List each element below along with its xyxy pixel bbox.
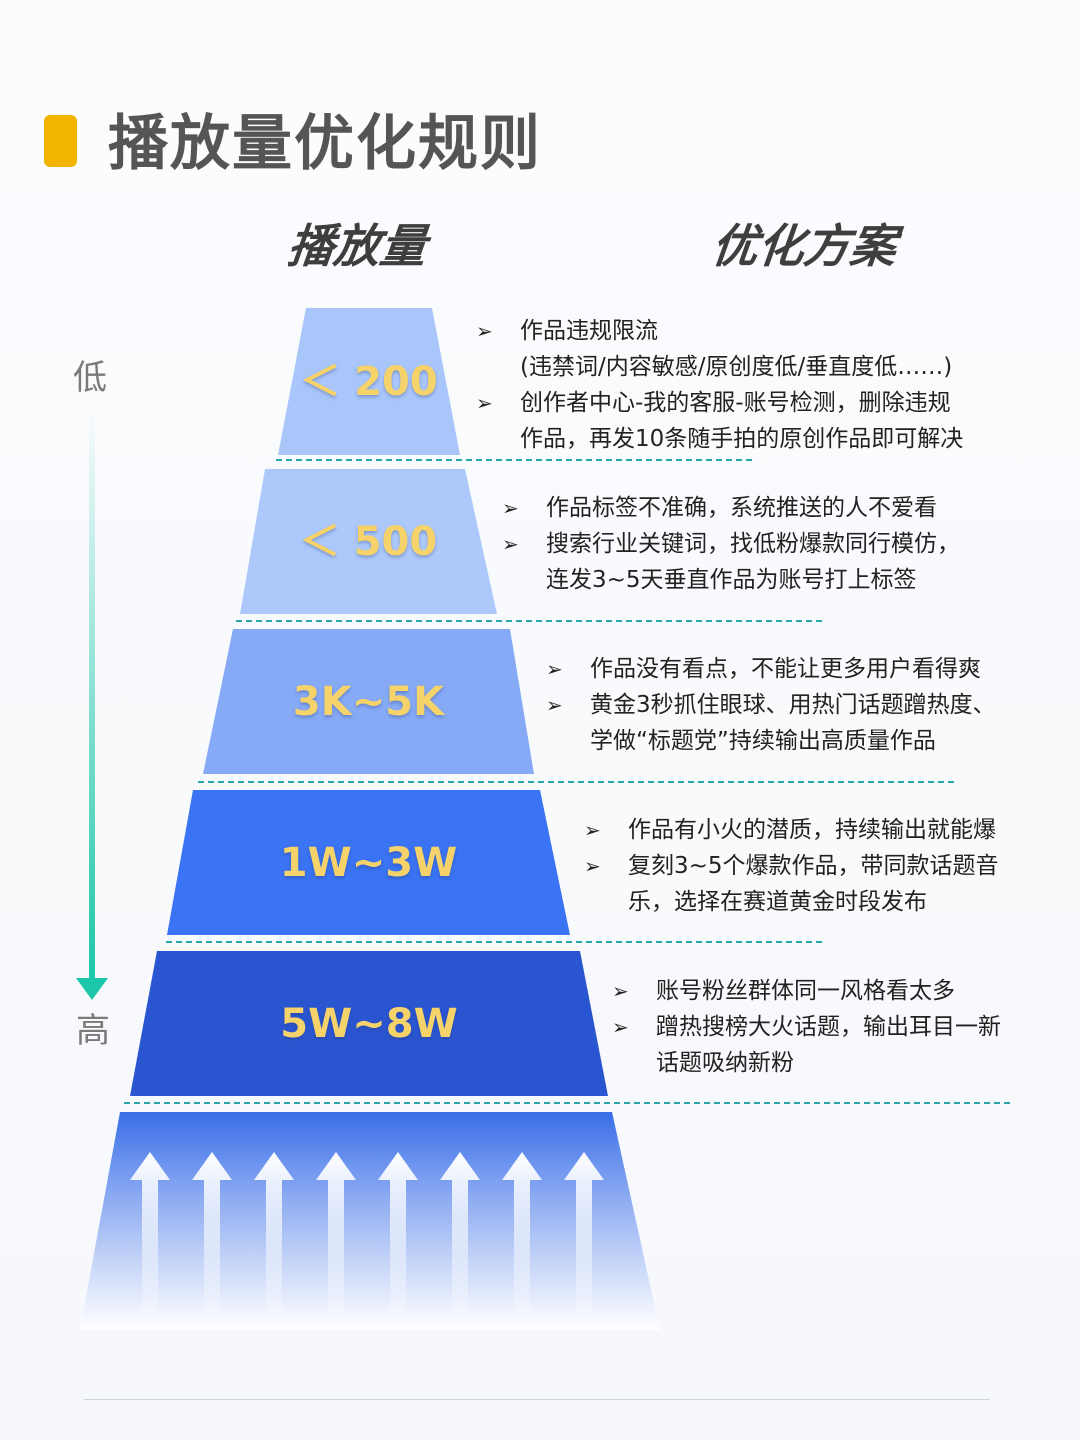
pyramid-tier bbox=[203, 629, 534, 774]
arrow-bullet-icon: ➢ bbox=[546, 657, 563, 681]
tier-divider bbox=[124, 1102, 1010, 1104]
solution-line: 乐，选择在赛道黄金时段发布 bbox=[584, 884, 999, 920]
solution-line: ➢ 蹭热搜榜大火话题，输出耳目一新 bbox=[612, 1009, 1001, 1045]
solution-line: (违禁词/内容敏感/原创度低/垂直度低……) bbox=[476, 349, 963, 385]
tier-divider bbox=[166, 941, 822, 943]
arrow-up-icon bbox=[502, 1152, 542, 1330]
solution-line: ➢ 作品有小火的潜质，持续输出就能爆 bbox=[584, 812, 999, 848]
tier-divider bbox=[236, 620, 822, 622]
arrow-bullet-icon: ➢ bbox=[502, 532, 519, 556]
solution-text: (违禁词/内容敏感/原创度低/垂直度低……) bbox=[520, 354, 953, 380]
solution-text: 复刻3~5个爆款作品，带同款话题音 bbox=[628, 853, 999, 879]
solution-text: 搜索行业关键词，找低粉爆款同行模仿， bbox=[546, 531, 960, 557]
solution-line: ➢ 复刻3~5个爆款作品，带同款话题音 bbox=[584, 848, 999, 884]
solution-text: 话题吸纳新粉 bbox=[656, 1050, 794, 1076]
arrow-up-icon bbox=[378, 1152, 418, 1330]
tier-label: ＜ 200 bbox=[300, 358, 438, 405]
tier-label: 3K~5K bbox=[292, 678, 445, 725]
scale-low-label: 低 bbox=[73, 358, 107, 398]
solution-line: 话题吸纳新粉 bbox=[612, 1045, 1001, 1081]
solution-text: 乐，选择在赛道黄金时段发布 bbox=[628, 889, 927, 915]
arrow-bullet-icon: ➢ bbox=[584, 818, 601, 842]
solution-line: 连发3~5天垂直作品为账号打上标签 bbox=[502, 562, 960, 598]
solution-text: 账号粉丝群体同一风格看太多 bbox=[656, 978, 955, 1004]
pyramid-tier bbox=[278, 308, 460, 455]
solution-text: 蹭热搜榜大火话题，输出耳目一新 bbox=[656, 1014, 1001, 1040]
arrow-bullet-icon: ➢ bbox=[476, 319, 493, 343]
solution-line: 学做“标题党”持续输出高质量作品 bbox=[546, 723, 996, 759]
arrow-up-icon bbox=[192, 1152, 232, 1330]
pyramid-base bbox=[80, 1112, 660, 1330]
tier-divider bbox=[276, 459, 752, 461]
arrow-up-icon bbox=[564, 1152, 604, 1330]
pyramid-tier bbox=[167, 790, 570, 935]
tier-label: 5W~8W bbox=[280, 1000, 458, 1047]
arrow-bullet-icon: ➢ bbox=[612, 1015, 629, 1039]
tier-solution-list: ➢ 作品违规限流 (违禁词/内容敏感/原创度低/垂直度低……) ➢ 创作者中心-我的客服… bbox=[476, 313, 963, 457]
solution-line: ➢ 作品标签不准确，系统推送的人不爱看 bbox=[502, 490, 960, 526]
upward-arrows bbox=[130, 1152, 604, 1330]
scale-arrow-shaft bbox=[89, 410, 95, 980]
solution-line: ➢ 作品违规限流 bbox=[476, 313, 963, 349]
bottom-rule bbox=[84, 1399, 990, 1400]
tier-solution-list: ➢ 作品有小火的潜质，持续输出就能爆 ➢ 复刻3~5个爆款作品，带同款话题音乐，选择在… bbox=[584, 812, 999, 920]
solution-text: 学做“标题党”持续输出高质量作品 bbox=[590, 728, 936, 754]
arrow-bullet-icon: ➢ bbox=[502, 496, 519, 520]
title-accent-bar bbox=[44, 115, 77, 167]
solution-line: ➢ 黄金3秒抓住眼球、用热门话题蹭热度、 bbox=[546, 687, 996, 723]
solution-text: 连发3~5天垂直作品为账号打上标签 bbox=[546, 567, 917, 593]
arrow-bullet-icon: ➢ bbox=[476, 391, 493, 415]
arrow-bullet-icon: ➢ bbox=[612, 979, 629, 1003]
tier-solution-list: ➢ 作品没有看点，不能让更多用户看得爽 ➢ 黄金3秒抓住眼球、用热门话题蹭热度、学做“… bbox=[546, 651, 996, 759]
scale-high-label: 高 bbox=[76, 1011, 110, 1051]
arrow-up-icon bbox=[254, 1152, 294, 1330]
arrow-up-icon bbox=[440, 1152, 480, 1330]
arrow-up-icon bbox=[316, 1152, 356, 1330]
arrow-bullet-icon: ➢ bbox=[546, 693, 563, 717]
pyramid-tier bbox=[240, 469, 497, 614]
solution-line: ➢ 创作者中心-我的客服-账号检测，删除违规 bbox=[476, 385, 963, 421]
pyramid-tier bbox=[130, 951, 608, 1096]
solution-line: ➢ 账号粉丝群体同一风格看太多 bbox=[612, 973, 1001, 1009]
solution-line: ➢ 搜索行业关键词，找低粉爆款同行模仿， bbox=[502, 526, 960, 562]
tier-label: ＜ 500 bbox=[299, 518, 438, 565]
solution-text: 作品标签不准确，系统推送的人不爱看 bbox=[546, 495, 937, 521]
solution-text: 作品违规限流 bbox=[520, 318, 658, 344]
tier-divider bbox=[198, 781, 954, 783]
arrow-up-icon bbox=[130, 1152, 170, 1330]
solution-text: 黄金3秒抓住眼球、用热门话题蹭热度、 bbox=[590, 692, 996, 718]
solution-text: 作品有小火的潜质，持续输出就能爆 bbox=[628, 817, 996, 843]
arrow-bullet-icon: ➢ bbox=[584, 854, 601, 878]
tier-label: 1W~3W bbox=[279, 839, 458, 886]
tier-solution-list: ➢ 作品标签不准确，系统推送的人不爱看 ➢ 搜索行业关键词，找低粉爆款同行模仿， 连发3… bbox=[502, 490, 960, 598]
solution-text: 作品没有看点，不能让更多用户看得爽 bbox=[590, 656, 981, 682]
page-title: 播放量优化规则 bbox=[108, 109, 542, 179]
tier-solution-list: ➢ 账号粉丝群体同一风格看太多 ➢ 蹭热搜榜大火话题，输出耳目一新话题吸纳新粉 bbox=[612, 973, 1001, 1081]
solution-line: ➢ 作品没有看点，不能让更多用户看得爽 bbox=[546, 651, 996, 687]
arrow-down-icon bbox=[76, 978, 108, 1000]
solution-text: 作品，再发10条随手拍的原创作品即可解决 bbox=[520, 426, 964, 452]
solution-text: 创作者中心-我的客服-账号检测，删除违规 bbox=[520, 390, 951, 416]
solution-line: 作品，再发10条随手拍的原创作品即可解决 bbox=[476, 421, 963, 457]
